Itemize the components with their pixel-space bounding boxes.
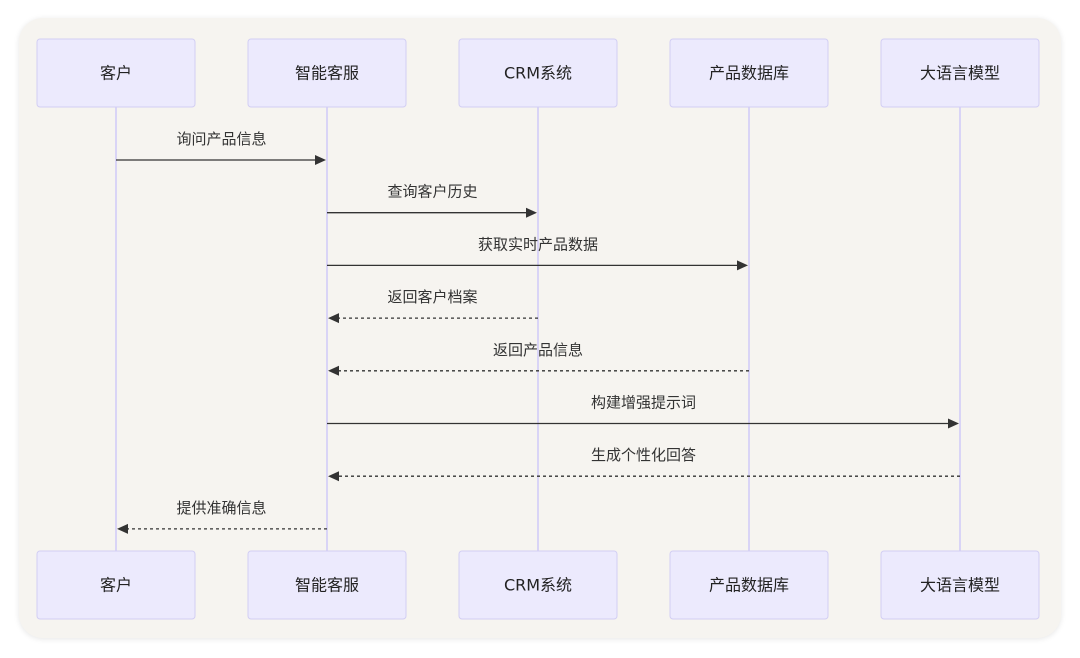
actor-label: 智能客服 [295, 64, 359, 83]
actor-box [669, 550, 829, 620]
actor-box [669, 38, 829, 108]
message-label: 提供准确信息 [176, 499, 266, 517]
message-label: 构建增强提示词 [591, 394, 696, 412]
actor-customer-bottom: 客户 [36, 550, 196, 620]
message-6: 构建增强提示词 [327, 394, 959, 429]
message-label: 获取实时产品数据 [478, 235, 598, 253]
actor-box [458, 550, 618, 620]
arrowhead-icon [526, 207, 537, 218]
message-4: 返回客户档案 [328, 288, 538, 324]
message-2: 查询客户历史 [327, 183, 537, 218]
message-1: 询问产品信息 [116, 130, 326, 165]
actor-crm-top: CRM系统 [458, 38, 618, 108]
message-label: 生成个性化回答 [591, 446, 696, 464]
actor-label: 客户 [100, 576, 132, 595]
message-label: 返回客户档案 [387, 288, 477, 306]
actor-productdb-bottom: 产品数据库 [669, 550, 829, 620]
arrowhead-icon [328, 365, 339, 376]
message-7: 生成个性化回答 [328, 446, 960, 482]
actor-label: 大语言模型 [920, 576, 1000, 595]
message-label: 返回产品信息 [493, 341, 583, 359]
actor-agent-top: 智能客服 [247, 38, 407, 108]
arrowhead-icon [737, 260, 748, 271]
arrowhead-icon [948, 418, 959, 429]
actor-customer-top: 客户 [36, 38, 196, 108]
actor-crm-bottom: CRM系统 [458, 550, 618, 620]
actor-llm-top: 大语言模型 [880, 38, 1040, 108]
arrowhead-icon [328, 313, 339, 324]
actor-box [247, 38, 407, 108]
actor-llm-bottom: 大语言模型 [880, 550, 1040, 620]
actor-label: 产品数据库 [709, 576, 789, 595]
actor-box [880, 38, 1040, 108]
actor-agent-bottom: 智能客服 [247, 550, 407, 620]
message-8: 提供准确信息 [117, 499, 327, 534]
actor-box [36, 550, 196, 620]
actor-label: CRM系统 [504, 64, 572, 83]
actor-box [458, 38, 618, 108]
actor-box [247, 550, 407, 620]
message-label: 询问产品信息 [176, 130, 266, 148]
actor-label: 产品数据库 [709, 64, 789, 83]
arrowhead-icon [315, 155, 326, 165]
actor-productdb-top: 产品数据库 [669, 38, 829, 108]
diagram-frame [19, 18, 1061, 638]
message-5: 返回产品信息 [328, 341, 749, 376]
actor-box [880, 550, 1040, 620]
actor-label: 智能客服 [295, 576, 359, 595]
actor-label: CRM系统 [504, 576, 572, 595]
message-label: 查询客户历史 [387, 183, 477, 201]
actor-label: 客户 [100, 64, 132, 83]
arrowhead-icon [117, 523, 128, 534]
actor-label: 大语言模型 [920, 64, 1000, 83]
message-3: 获取实时产品数据 [327, 235, 748, 271]
actor-box [36, 38, 196, 108]
arrowhead-icon [328, 471, 339, 482]
